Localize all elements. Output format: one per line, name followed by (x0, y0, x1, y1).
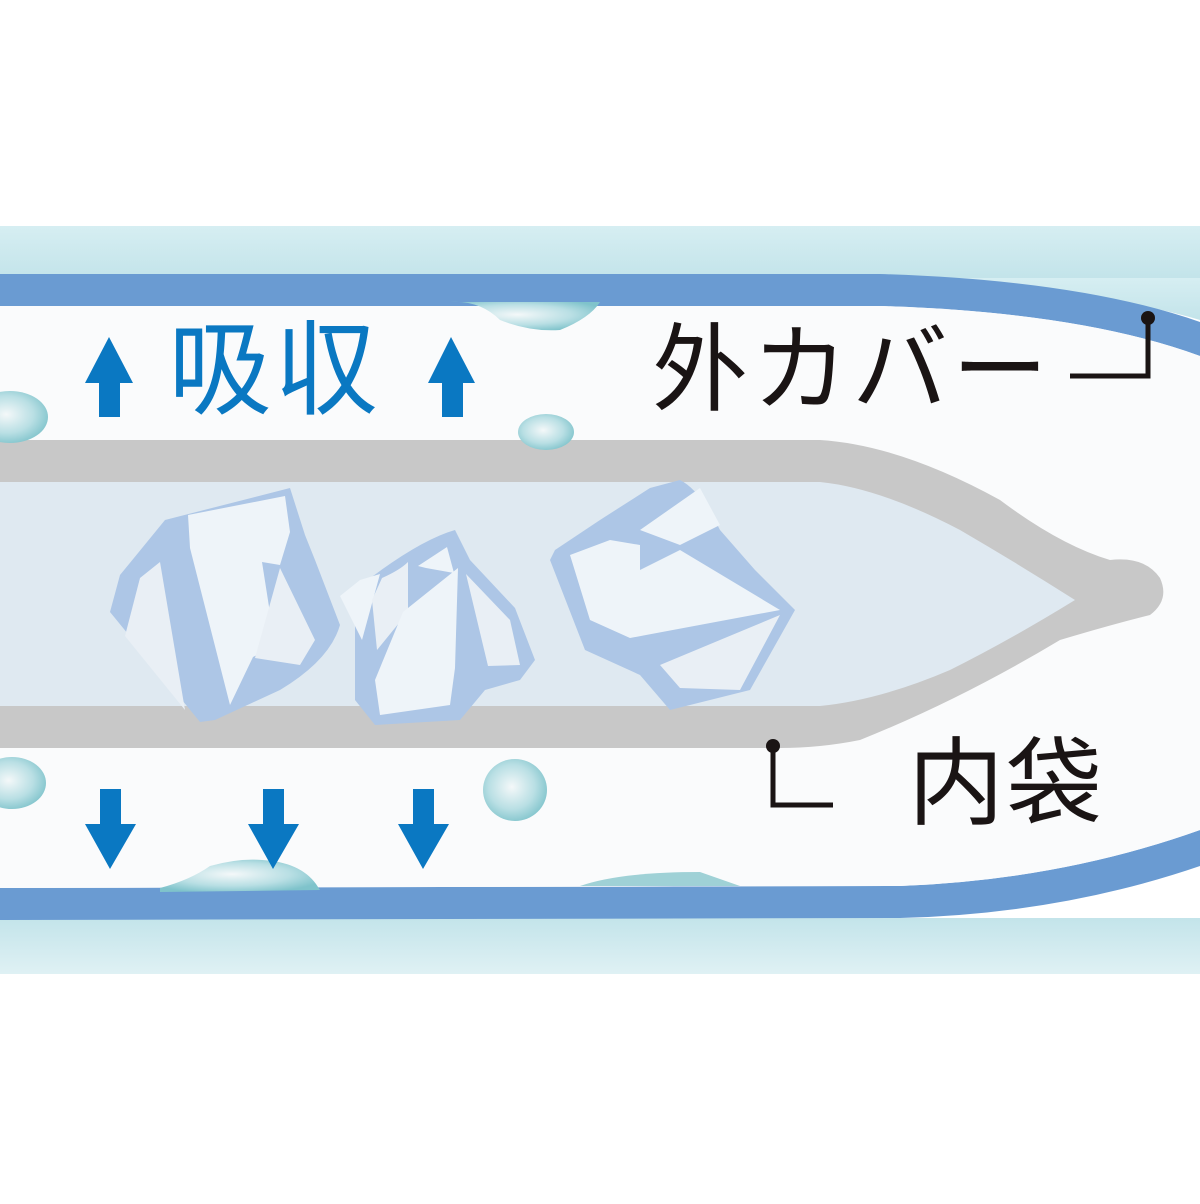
outer-cover-label: 外カバー (652, 314, 1052, 426)
ice-crystal-icon (550, 480, 795, 710)
leader-dot-outer (1141, 311, 1155, 325)
arrow-up-icon (428, 337, 475, 417)
arrow-down-icon (398, 789, 449, 869)
outer-cover (0, 274, 1200, 920)
water-droplet-icon (0, 301, 740, 892)
arrow-down-icon (248, 789, 299, 869)
arrow-down-icon (85, 789, 136, 869)
absorb-label: 吸収 (168, 309, 381, 431)
leader-line-icon (770, 746, 833, 808)
outer-water-band (0, 226, 1200, 974)
leader-line-icon (1070, 318, 1151, 379)
arrow-up-icon (85, 337, 133, 417)
ice-crystal-icon (340, 530, 535, 725)
inner-bag-label: 内袋 (908, 728, 1104, 840)
leader-dot-inner (766, 739, 780, 753)
ice-crystal-icon (110, 488, 340, 722)
